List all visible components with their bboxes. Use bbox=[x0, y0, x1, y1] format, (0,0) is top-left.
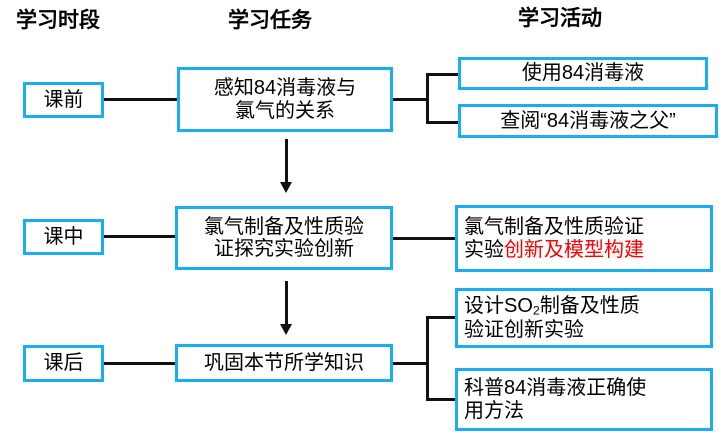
column-header-stage: 学习时段 bbox=[16, 9, 100, 32]
task-box-after-class[interactable]: 巩固本节所学知识 bbox=[175, 344, 393, 382]
stage-box-before-class[interactable]: 课前 bbox=[23, 82, 104, 118]
activity-box-research-father-of-84[interactable]: 查阅“84消毒液之父” bbox=[458, 104, 718, 138]
activity-box-popularize-84-usage[interactable]: 科普84消毒液正确使 用方法 bbox=[455, 368, 713, 431]
connector-stage-to-task-1 bbox=[103, 98, 179, 101]
stage-label-before-class: 课前 bbox=[43, 88, 84, 111]
task-label-after-class: 巩固本节所学知识 bbox=[204, 351, 364, 374]
stage-box-in-class[interactable]: 课中 bbox=[23, 219, 104, 255]
activity-box-use-84[interactable]: 使用84消毒液 bbox=[458, 57, 708, 90]
activity-line-2-highlight: 创新及模型构建 bbox=[504, 238, 644, 261]
arrow-shaft-task2-task3 bbox=[285, 281, 288, 325]
activity-box-chlorine-experiment-innovation[interactable]: 氯气制备及性质验证 实验创新及模型构建 bbox=[455, 205, 713, 272]
stage-label-in-class: 课中 bbox=[43, 225, 84, 248]
connector-task-to-bracket-1 bbox=[392, 98, 429, 101]
so2-suffix: 制备及性质 验证创新实验 bbox=[464, 295, 640, 341]
bracket-spine-3 bbox=[426, 316, 429, 401]
column-header-task: 学习任务 bbox=[228, 9, 312, 32]
arrow-head-task1-task2 bbox=[280, 182, 292, 193]
bracket-branch-1b bbox=[426, 121, 460, 124]
connector-stage-to-task-3 bbox=[103, 362, 177, 365]
activity-box-design-so2-experiment[interactable]: 设计SO2制备及性质 验证创新实验 bbox=[455, 288, 713, 348]
activity-label-research-father-of-84: 查阅“84消毒液之父” bbox=[500, 109, 676, 132]
activity-label-use-84: 使用84消毒液 bbox=[521, 62, 645, 85]
bracket-branch-3a bbox=[426, 316, 458, 319]
activity-line-1: 氯气制备及性质验证 bbox=[464, 216, 644, 239]
activity-label-popularize-84-usage: 科普84消毒液正确使 用方法 bbox=[464, 377, 647, 422]
task-box-before-class[interactable]: 感知84消毒液与 氯气的关系 bbox=[177, 67, 393, 132]
arrow-head-task2-task3 bbox=[280, 324, 292, 335]
task-label-before-class: 感知84消毒液与 氯气的关系 bbox=[213, 77, 357, 122]
bracket-branch-1a bbox=[426, 73, 460, 76]
so2-prefix: 设计SO bbox=[464, 295, 533, 317]
connector-task-to-activity-2 bbox=[392, 237, 456, 240]
activity-label-design-so2-experiment: 设计SO2制备及性质 验证创新实验 bbox=[458, 295, 646, 341]
bracket-branch-3b bbox=[426, 398, 458, 401]
connector-task-to-bracket-3 bbox=[392, 362, 429, 365]
stage-label-after-class: 课后 bbox=[43, 352, 84, 375]
activity-label-chlorine-experiment-innovation: 氯气制备及性质验证 实验创新及模型构建 bbox=[458, 216, 650, 261]
task-box-in-class[interactable]: 氯气制备及性质验 证探究实验创新 bbox=[175, 206, 393, 270]
arrow-shaft-task1-task2 bbox=[285, 139, 288, 183]
activity-line-2-plain: 实验 bbox=[464, 238, 504, 261]
bracket-spine-1 bbox=[426, 73, 429, 124]
task-label-in-class: 氯气制备及性质验 证探究实验创新 bbox=[204, 215, 364, 260]
so2-subscript: 2 bbox=[532, 303, 540, 318]
stage-box-after-class[interactable]: 课后 bbox=[23, 345, 104, 382]
column-header-activity: 学习活动 bbox=[518, 7, 602, 30]
connector-stage-to-task-2 bbox=[103, 235, 177, 238]
